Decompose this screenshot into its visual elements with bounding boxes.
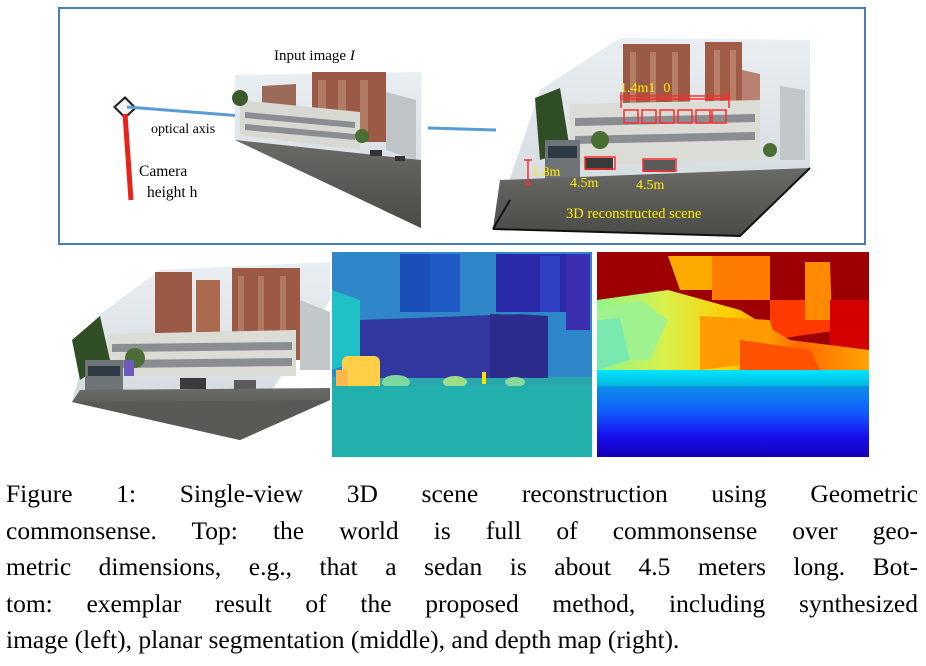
bus-height-label: 1.8m [532, 165, 561, 180]
input-image [232, 72, 421, 228]
input-image-label: Input image I [274, 48, 356, 64]
scene-label: 3D reconstructed scene [566, 206, 701, 222]
caption-line-1: Figure 1: Single-view 3D scene reconstru… [6, 479, 918, 508]
camera-height-label-2: height h [147, 184, 198, 201]
figure-1: Camera height h optical axis Input image… [58, 7, 869, 457]
car2-length-label: 4.5m [636, 178, 665, 193]
car1-length-label: 4.5m [570, 176, 599, 191]
caption-line-5: image (left), planar segmentation (middl… [6, 625, 680, 654]
caption-line-4: tom: exemplar result of the proposed met… [6, 588, 918, 618]
caption-line-2: commonsense. Top: the world is full of c… [6, 515, 918, 545]
reconstructed-scene [492, 38, 811, 238]
camera-height-label: Camera [139, 163, 187, 180]
figure-caption: Figure 1: Single-view 3D scene reconstru… [6, 476, 918, 659]
caption-line-3: metric dimensions, e.g., that a sedan is… [6, 552, 918, 581]
optical-axis-label: optical axis [151, 122, 215, 137]
camera-icon [113, 96, 137, 119]
car1-box [584, 156, 616, 170]
depth-map [597, 252, 869, 457]
planar-segmentation [332, 252, 592, 457]
optical-axis-extension [427, 126, 497, 132]
synthesized-image [72, 262, 330, 440]
camera-height-line [122, 113, 134, 201]
car2-box [642, 158, 677, 172]
